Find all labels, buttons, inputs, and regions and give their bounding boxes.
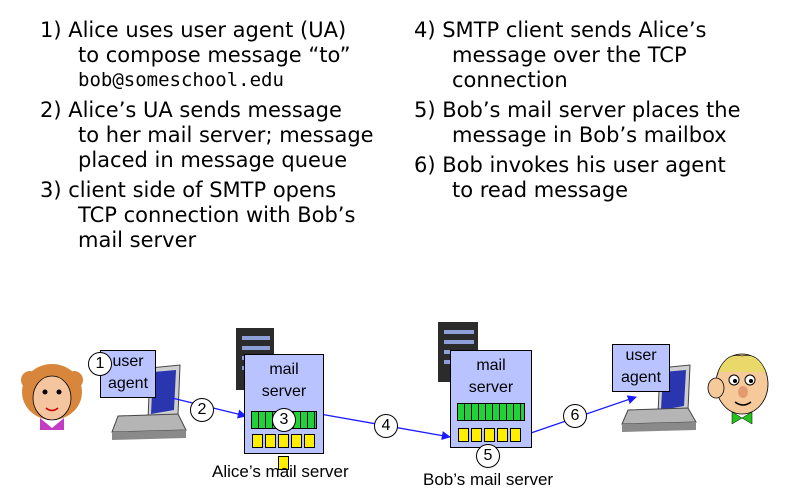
- marker-3: 3: [272, 408, 296, 432]
- step-2-line-2: to her mail server; message: [78, 123, 374, 147]
- step-4-line-1: 4) SMTP client sends Alice’s: [414, 18, 707, 42]
- bob-server-caption: Bob’s mail server: [423, 470, 554, 489]
- step-1: 1) Alice uses user agent (UA) to compose…: [40, 18, 390, 93]
- bob-user-agent[interactable]: user agent: [612, 344, 670, 392]
- alice-server-line-1: mail: [269, 361, 299, 378]
- step-3-line-1: 3) client side of SMTP opens: [40, 178, 337, 202]
- step-2-line-1: 2) Alice’s UA sends message: [40, 98, 342, 122]
- step-1-line-2: to compose message “to”: [78, 43, 351, 67]
- step-1-line-1: 1) Alice uses user agent (UA): [40, 18, 347, 42]
- alice-icon: [21, 364, 83, 430]
- step-6-line-2: to read message: [452, 178, 629, 202]
- bob-ua-line-2: agent: [620, 369, 662, 386]
- bob-server-line-2: server: [468, 379, 514, 396]
- step-5-line-2: message in Bob’s mailbox: [452, 123, 727, 147]
- step-4-line-3: connection: [452, 68, 568, 92]
- marker-6: 6: [563, 404, 587, 428]
- marker-4: 4: [374, 414, 398, 438]
- alice-mailboxes: [251, 433, 317, 470]
- step-2: 2) Alice’s UA sends message to her mail …: [40, 98, 390, 173]
- step-4-line-2: message over the TCP: [452, 43, 687, 67]
- alice-computer-icon: [111, 364, 187, 440]
- step-6-line-1: 6) Bob invokes his user agent: [414, 153, 726, 177]
- step-2-line-3: placed in message queue: [78, 148, 348, 172]
- marker-5: 5: [476, 444, 500, 468]
- bob-server-line-1: mail: [476, 357, 506, 374]
- bob-mailboxes: [457, 427, 523, 464]
- alice-server-caption: Alice’s mail server: [212, 462, 349, 481]
- step-6: 6) Bob invokes his user agent to read me…: [414, 153, 794, 203]
- steps-right-column: 4) SMTP client sends Alice’s message ove…: [414, 18, 794, 208]
- alice-mail-server[interactable]: mail server: [244, 354, 324, 470]
- steps-left-column: 1) Alice uses user agent (UA) to compose…: [40, 18, 390, 258]
- step-3-line-2: TCP connection with Bob’s: [78, 203, 356, 227]
- bob-mail-server[interactable]: mail server: [450, 350, 532, 464]
- bob-message-queue: [457, 403, 525, 421]
- marker-2: 2: [190, 398, 214, 422]
- step-5-line-1: 5) Bob’s mail server places the: [414, 98, 741, 122]
- alice-ua-line-2: agent: [107, 375, 149, 392]
- step-4: 4) SMTP client sends Alice’s message ove…: [414, 18, 794, 93]
- alice-ua-line-1: user: [112, 353, 144, 370]
- bob-icon: [707, 353, 769, 425]
- marker-1: 1: [88, 352, 112, 376]
- alice-server-line-2: server: [261, 383, 307, 400]
- step-1-email: bob@someschool.edu: [78, 69, 284, 91]
- step-3: 3) client side of SMTP opens TCP connect…: [40, 178, 390, 253]
- step-5: 5) Bob’s mail server places the message …: [414, 98, 794, 148]
- bob-ua-line-1: user: [625, 347, 657, 364]
- step-3-line-3: mail server: [78, 228, 197, 252]
